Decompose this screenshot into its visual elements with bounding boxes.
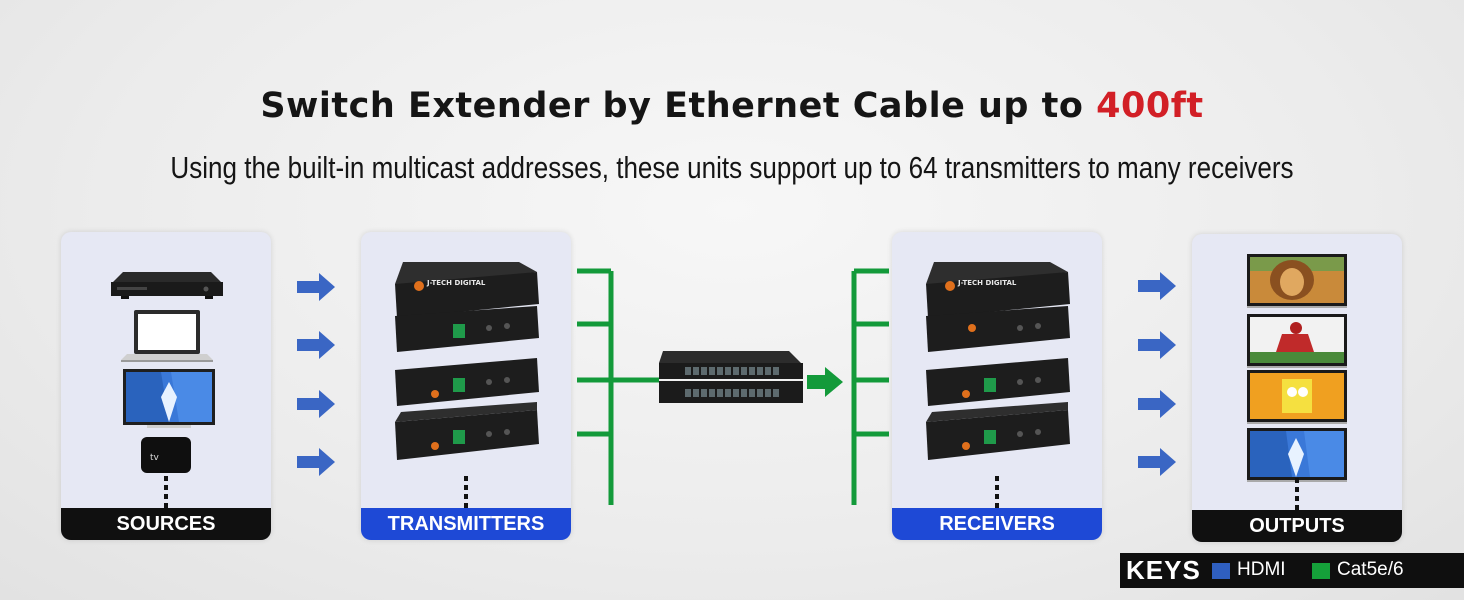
- keys-legend: KEYS HDMI Cat5e/6: [1120, 553, 1464, 588]
- receivers-label: RECEIVERS: [892, 508, 1102, 540]
- receiver-stack: J-TECH DIGITAL: [926, 262, 1070, 460]
- cat-arrow-switch-to-receivers: [807, 367, 843, 397]
- hdmi-arrow-source-1: [297, 273, 335, 301]
- transmitter-unit-icon: [395, 306, 539, 352]
- title-distance: 400ft: [1096, 86, 1204, 126]
- transmitter-stack: J-TECH DIGITAL: [395, 262, 539, 460]
- more-receivers-dots: [995, 476, 999, 512]
- source-devices: tv: [111, 272, 223, 473]
- tv-cartoon-icon: [1247, 370, 1347, 424]
- diagram-title: Switch Extender by Ethernet Cable up to …: [0, 86, 1464, 126]
- diagram-subtitle: Using the built-in multicast addresses, …: [170, 150, 1294, 185]
- tv-football-icon: [1247, 314, 1347, 368]
- title-text: Switch Extender by Ethernet Cable up to: [260, 86, 1097, 126]
- streaming-box-icon: tv: [141, 437, 191, 473]
- transmitter-unit-icon: [395, 402, 539, 460]
- more-sources-dots: [164, 476, 168, 512]
- hdmi-arrow-output-4: [1138, 448, 1176, 476]
- transmitter-cat-bus: [577, 268, 659, 505]
- transmitter-unit-icon: [395, 358, 539, 406]
- transmitters-label: TRANSMITTERS: [361, 508, 571, 540]
- network-switch-icon: [659, 351, 803, 403]
- hdmi-arrow-output-2: [1138, 331, 1176, 359]
- hdmi-arrow-source-2: [297, 331, 335, 359]
- cat-key-swatch: [1312, 563, 1330, 579]
- keys-title: KEYS: [1126, 555, 1201, 585]
- more-transmitters-dots: [464, 476, 468, 512]
- svg-text:J-TECH DIGITAL: J-TECH DIGITAL: [426, 279, 486, 287]
- more-outputs-dots: [1295, 478, 1299, 514]
- blu-ray-player-icon: [111, 272, 223, 299]
- output-displays: [1247, 254, 1347, 482]
- svg-text:tv: tv: [150, 453, 160, 463]
- cat-key-label: Cat5e/6: [1337, 559, 1404, 580]
- tv-lion-icon: [1247, 254, 1347, 308]
- receiver-unit-icon: [926, 358, 1070, 406]
- outputs-panel: OUTPUTS: [1192, 234, 1402, 542]
- receiver-unit-icon: [926, 402, 1070, 460]
- laptop-icon: [121, 310, 213, 362]
- hdmi-key-label: HDMI: [1237, 559, 1286, 580]
- tv-skyline-icon: [1247, 428, 1347, 482]
- hdmi-key-swatch: [1212, 563, 1230, 579]
- transmitters-panel: J-TECH DIGITAL TRANSMITTERS: [361, 232, 571, 540]
- hdmi-arrow-source-3: [297, 390, 335, 418]
- hdmi-arrow-output-3: [1138, 390, 1176, 418]
- svg-text:J-TECH DIGITAL: J-TECH DIGITAL: [957, 279, 1017, 287]
- receiver-unit-icon: [926, 306, 1070, 352]
- transmitter-unit-icon: J-TECH DIGITAL: [395, 262, 539, 318]
- hdmi-arrow-source-4: [297, 448, 335, 476]
- receiver-unit-icon: J-TECH DIGITAL: [926, 262, 1070, 318]
- sources-panel: tv SOURCES: [61, 232, 271, 540]
- monitor-icon: [123, 369, 215, 428]
- outputs-label: OUTPUTS: [1192, 510, 1402, 542]
- receiver-cat-bus: [851, 268, 889, 505]
- sources-label: SOURCES: [61, 508, 271, 540]
- network-connections: [577, 268, 889, 505]
- hdmi-arrow-output-1: [1138, 272, 1176, 300]
- receivers-panel: J-TECH DIGITAL RECEIVERS: [892, 232, 1102, 540]
